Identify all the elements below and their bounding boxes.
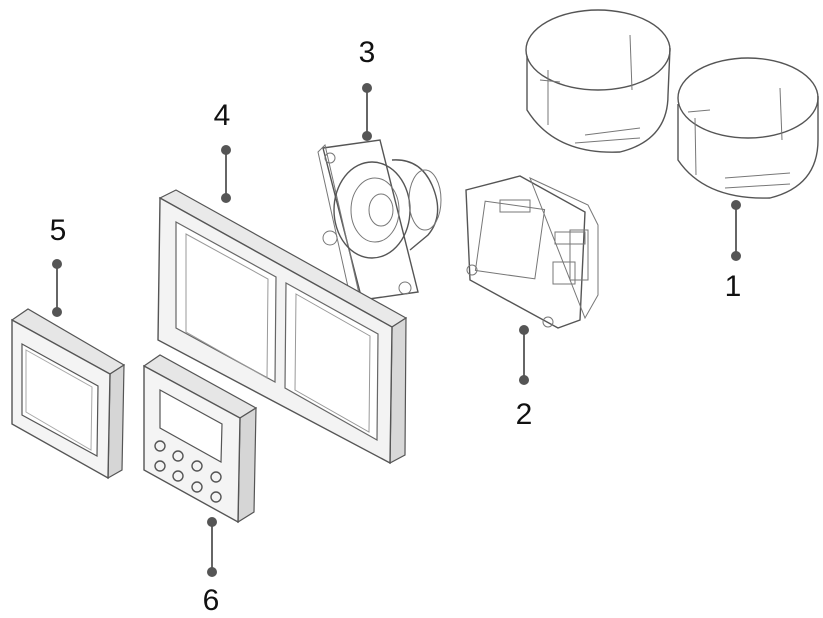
- callout-label-4: 4: [214, 99, 231, 132]
- callout-label-1: 1: [725, 270, 742, 303]
- callout-label-3: 3: [359, 36, 376, 69]
- callout-leader-2: [519, 325, 529, 385]
- callout-leader-1: [731, 200, 741, 261]
- mounting-box-right: [677, 57, 819, 199]
- mounting-box-left: [525, 9, 671, 153]
- switch-plate: [10, 308, 126, 480]
- display-screen: [159, 388, 223, 464]
- insert-module: [465, 175, 599, 329]
- callout-leader-6: [207, 517, 217, 577]
- callout-label-6: 6: [203, 584, 220, 617]
- keypad-display-unit: [142, 354, 258, 524]
- callout-leader-4: [221, 145, 231, 203]
- keypad-buttons: [154, 440, 222, 503]
- callout-label-5: 5: [50, 214, 67, 247]
- callout-label-2: 2: [516, 398, 533, 431]
- double-frame: [157, 189, 408, 465]
- callout-leader-5: [52, 259, 62, 317]
- callout-leader-3: [362, 83, 372, 141]
